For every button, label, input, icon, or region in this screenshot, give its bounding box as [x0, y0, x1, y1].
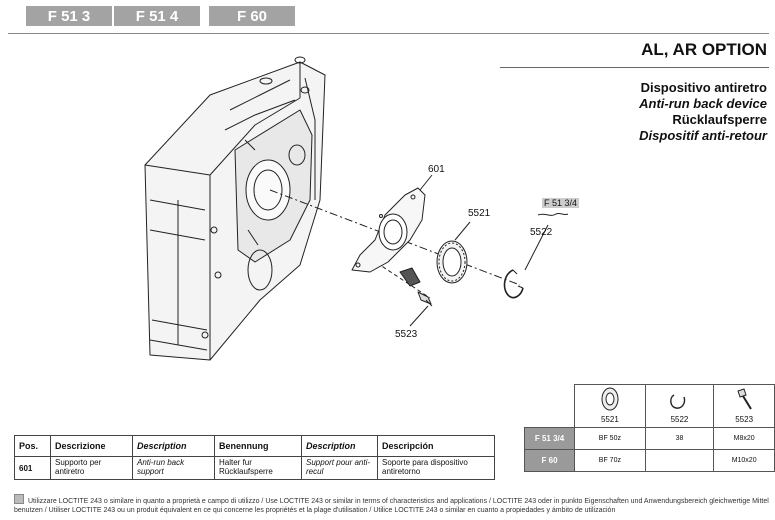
leader-5523: [409, 305, 429, 327]
title-french: Dispositif anti-retour: [639, 128, 767, 143]
tab-f514[interactable]: F 51 4: [114, 6, 200, 26]
cell-benennung: Halter fur Rücklaufsperre: [214, 456, 302, 480]
callout-601: 601: [428, 164, 445, 175]
gearbox-housing: [144, 56, 326, 361]
cell-description-en: Anti-run back support: [132, 456, 215, 480]
parts-size-table: 5521 5522 5523 F 51 3/4 BF 50z 38 M8x20 …: [523, 384, 775, 472]
description-row-601: 601 Supporto per antiretro Anti-run back…: [14, 456, 495, 480]
series-note-bracket: [537, 212, 569, 216]
circlip-5522: [503, 269, 524, 299]
tab-f513[interactable]: F 51 3: [26, 6, 112, 26]
title-german: Rücklaufsperre: [672, 112, 767, 127]
header-rule: [8, 33, 769, 34]
parts-row-f60: F 60 BF 70z M10x20: [523, 449, 775, 472]
title-english: Anti-run back device: [639, 96, 767, 111]
series-note: F 51 3/4: [542, 198, 580, 208]
description-header-row: Pos. Descrizione Description Benennung D…: [14, 435, 495, 457]
leader-5522: [524, 224, 549, 271]
callout-5522: 5522: [530, 227, 553, 238]
footnote-text: Utilizzare LOCTITE 243 o similare in qua…: [14, 498, 769, 514]
bolt-5523: [417, 291, 433, 307]
row-label: F 60: [523, 449, 576, 472]
title-italian: Dispositivo antiretro: [640, 80, 767, 95]
part-5522-cell: 5522: [644, 384, 715, 428]
description-table: Pos. Descrizione Description Benennung D…: [14, 435, 495, 480]
part-5523-cell: 5523: [713, 384, 775, 428]
bearing-icon: [601, 387, 619, 411]
header-descrizione: Descrizione: [50, 435, 133, 457]
part-code-5521: 5521: [600, 415, 619, 424]
freewheel-bearing-5521: [436, 240, 468, 284]
header-description-fr: Description: [301, 435, 378, 457]
header-description-en: Description: [132, 435, 215, 457]
value-5521: BF 70z: [574, 449, 646, 472]
legend-swatch: [14, 494, 24, 504]
value-5522: 38: [644, 427, 715, 450]
option-title: AL, AR OPTION: [641, 40, 767, 59]
option-rule: [500, 67, 769, 68]
value-5522: [644, 449, 715, 472]
header-pos: Pos.: [14, 435, 51, 457]
loctite-footnote: Utilizzare LOCTITE 243 o similare in qua…: [14, 494, 770, 515]
cell-description-fr: Support pour anti-recul: [301, 456, 378, 480]
value-5523: M8x20: [713, 427, 775, 450]
key-part: [399, 267, 421, 287]
value-5521: BF 50z: [574, 427, 646, 450]
bolt-icon: [737, 388, 752, 410]
part-5521-cell: 5521: [574, 384, 646, 428]
part-code-5522: 5522: [670, 415, 689, 424]
tab-f60[interactable]: F 60: [209, 6, 295, 26]
row-label: F 51 3/4: [523, 427, 576, 450]
part-code-5523: 5523: [735, 415, 754, 424]
callout-5523: 5523: [395, 329, 418, 340]
device-titles: Dispositivo antiretro Anti-run back devi…: [639, 80, 767, 144]
leader-5521: [454, 221, 471, 241]
bolt-axis: [364, 254, 431, 299]
circlip-icon: [670, 394, 686, 409]
cell-descrizione: Supporto per antiretro: [50, 456, 133, 480]
callout-5521: 5521: [468, 208, 491, 219]
header-benennung: Benennung: [214, 435, 302, 457]
anti-run-support-601: [351, 187, 426, 273]
leader-601: [419, 174, 433, 191]
cell-pos: 601: [14, 456, 51, 480]
header-descripcion: Descripción: [377, 435, 495, 457]
value-5523: M10x20: [713, 449, 775, 472]
parts-row-f513-4: F 51 3/4 BF 50z 38 M8x20: [523, 427, 775, 450]
cell-descripcion: Soporte para dispositivo antiretorno: [377, 456, 495, 480]
